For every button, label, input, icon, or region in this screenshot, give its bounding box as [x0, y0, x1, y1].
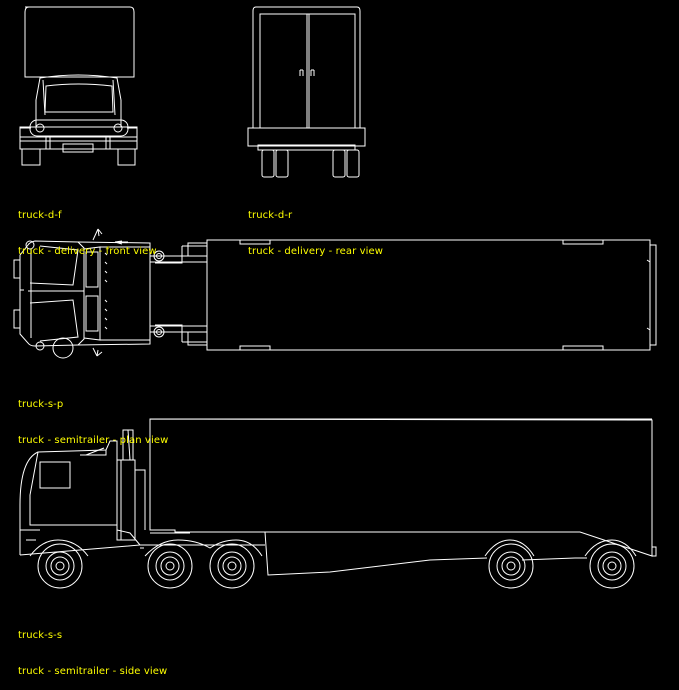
semitrailer-plan-view[interactable] [13, 228, 657, 359]
delivery-truck-front-view[interactable] [19, 6, 138, 166]
label-truck-s-s: truck-s-s truck - semitrailer - side vie… [18, 606, 167, 690]
block-description: truck - semitrailer - plan view [18, 435, 169, 446]
block-name: truck-s-s [18, 630, 63, 641]
semitrailer-side-view[interactable] [19, 418, 657, 589]
label-truck-d-r: truck-d-r truck - delivery - rear view [248, 186, 383, 270]
block-description: truck - semitrailer - side view [18, 666, 168, 677]
label-truck-d-f: truck-d-f truck - delivery - front view [18, 186, 157, 270]
label-truck-s-p: truck-s-p truck - semitrailer - plan vie… [18, 375, 168, 459]
block-name: truck-d-f [18, 210, 62, 221]
block-name: truck-s-p [18, 399, 64, 410]
cad-drawing [13, 6, 657, 589]
block-description: truck - delivery - rear view [248, 246, 384, 257]
block-description: truck - delivery - front view [18, 246, 157, 257]
delivery-truck-rear-view[interactable] [247, 6, 366, 178]
block-name: truck-d-r [248, 210, 293, 221]
